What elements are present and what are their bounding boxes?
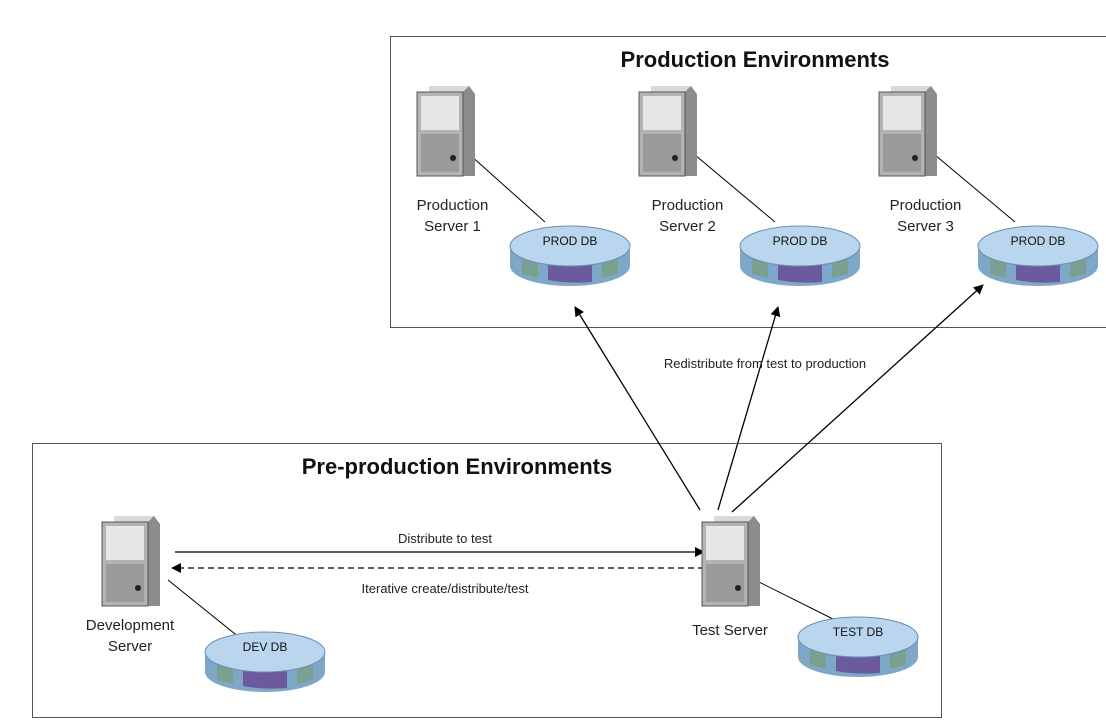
preproduction-environments-box: Pre-production Environments — [32, 443, 942, 718]
development-server-label: Development Server — [55, 615, 205, 657]
server-tower-icon — [637, 82, 699, 180]
connector-prod2-db — [694, 154, 776, 223]
production-server-1-label-line1: Production — [416, 197, 489, 214]
production-environments-box: Production Environments — [390, 36, 1106, 328]
development-server-label-line1: Development — [85, 617, 175, 634]
server-tower-icon — [877, 82, 939, 180]
prod2-db-label: PROD DB — [772, 234, 828, 248]
database-disk-icon: PROD DB — [738, 222, 862, 292]
production-environments-title: Production Environments — [620, 47, 890, 72]
production-server-2-label-line1: Production — [651, 197, 724, 214]
server-tower-icon — [415, 82, 477, 180]
database-disk-icon: TEST DB — [796, 613, 920, 683]
production-server-3-label: Production Server 3 — [868, 195, 983, 237]
database-disk-icon: DEV DB — [203, 628, 327, 698]
production-server-1-label: Production Server 1 — [395, 195, 510, 237]
production-server-1-label-line2: Server 1 — [424, 218, 481, 235]
connector-prod3-db — [934, 154, 1016, 223]
distribute-to-test-label: Distribute to test — [398, 531, 492, 546]
dev-db-label: DEV DB — [242, 640, 288, 654]
connector-test-db — [754, 579, 836, 621]
test-server-label: Test Server — [692, 622, 768, 639]
server-tower-icon — [100, 512, 162, 610]
connector-dev-db — [167, 579, 241, 639]
production-server-2-label: Production Server 2 — [630, 195, 745, 237]
production-server-2-label-line2: Server 2 — [659, 218, 716, 235]
arrow-test-to-prod1 — [574, 306, 701, 511]
connector-prod1-db — [469, 154, 546, 223]
development-server-label-line2: Server — [107, 638, 153, 655]
production-server-3-label-line2: Server 3 — [897, 218, 954, 235]
iterative-label: Iterative create/distribute/test — [361, 581, 529, 596]
test-db-label: TEST DB — [832, 625, 884, 639]
production-server-3-label-line1: Production — [889, 197, 962, 214]
preproduction-environments-title: Pre-production Environments — [301, 454, 613, 479]
prod3-db-label: PROD DB — [1010, 234, 1066, 248]
database-disk-icon: PROD DB — [508, 222, 632, 292]
arrow-test-to-prod3 — [731, 284, 984, 513]
redistribute-label: Redistribute from test to production — [663, 356, 867, 371]
server-tower-icon — [700, 512, 762, 610]
arrow-test-to-prod2 — [717, 306, 781, 511]
prod1-db-label: PROD DB — [542, 234, 598, 248]
database-disk-icon: PROD DB — [976, 222, 1100, 292]
